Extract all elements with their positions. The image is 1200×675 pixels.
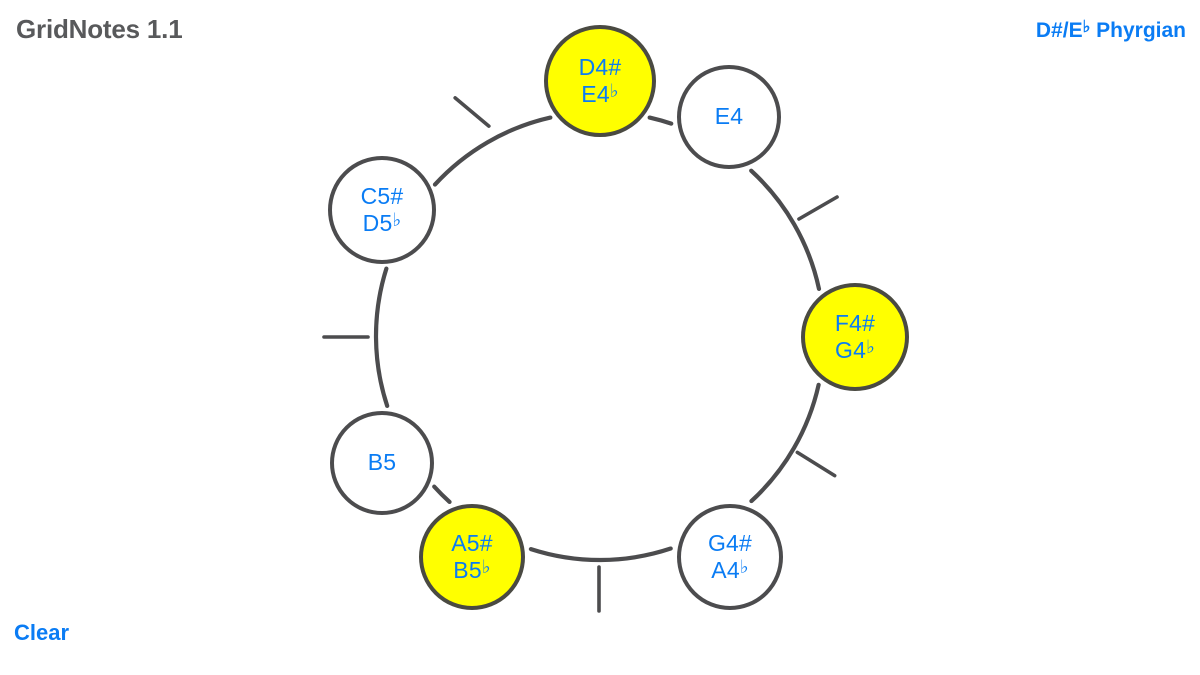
clear-button[interactable]: Clear xyxy=(14,620,70,645)
note-flat-base: B5 xyxy=(453,556,482,583)
note-sharp-label: A5# xyxy=(451,529,493,556)
note-flat-base: G4 xyxy=(835,336,867,363)
current-scale-label: D#/E♭ Phyrgian xyxy=(1036,19,1186,43)
flat-accidental-icon: ♭ xyxy=(739,555,749,577)
flat-accidental-icon: ♭ xyxy=(1082,18,1091,37)
wheel-arc-segment xyxy=(749,382,821,504)
flat-accidental-icon: ♭ xyxy=(866,335,875,357)
tick-group xyxy=(322,96,839,613)
note-flat-label: D5♭ xyxy=(362,208,402,237)
note-c5-sharp-d5-flat[interactable]: C5#D5♭ xyxy=(328,156,436,264)
wheel-arc-segment xyxy=(647,115,674,126)
tick-top-left-icon xyxy=(453,96,491,128)
note-flat-label: E4♭ xyxy=(581,79,619,108)
note-sharp-label: E4 xyxy=(714,103,744,130)
scale-sharp-root: D# xyxy=(1035,19,1063,42)
note-g4-sharp-a4-flat[interactable]: G4#A4♭ xyxy=(677,504,783,610)
note-e4[interactable]: E4 xyxy=(677,65,781,169)
wheel-arc-segment xyxy=(749,168,822,292)
note-flat-base: D5 xyxy=(362,209,393,236)
tick-right-upper-icon xyxy=(797,195,839,221)
wheel-arc-segment xyxy=(432,484,452,505)
flat-accidental-icon: ♭ xyxy=(481,555,491,577)
wheel-arc-segment xyxy=(528,546,673,563)
note-sharp-label: D4# xyxy=(578,53,622,80)
note-flat-base: E4 xyxy=(581,80,610,107)
scale-mode: Phyrgian xyxy=(1090,19,1186,42)
arc-group xyxy=(373,115,822,563)
flat-accidental-icon: ♭ xyxy=(609,79,619,101)
note-sharp-label: B5 xyxy=(367,449,397,476)
wheel-arc-segment xyxy=(373,266,390,409)
note-d4-sharp-e4-flat[interactable]: D4#E4♭ xyxy=(544,25,656,137)
note-f4-sharp-g4-flat[interactable]: F4#G4♭ xyxy=(801,283,909,391)
note-flat-label: B5♭ xyxy=(453,555,491,584)
note-sharp-label: F4# xyxy=(834,309,876,336)
flat-accidental-icon: ♭ xyxy=(392,208,402,230)
note-flat-base: A4 xyxy=(711,556,740,583)
note-flat-label: A4♭ xyxy=(711,555,749,584)
note-sharp-label: C5# xyxy=(360,182,404,209)
wheel-arc-segment xyxy=(432,115,553,187)
page-title: GridNotes 1.1 xyxy=(16,14,183,44)
tick-right-lower-icon xyxy=(795,450,837,478)
note-sharp-label: G4# xyxy=(707,529,753,556)
note-b5[interactable]: B5 xyxy=(330,411,434,515)
scale-flat-root: E xyxy=(1068,19,1083,42)
note-flat-label: G4♭ xyxy=(835,335,875,364)
scale-separator: / xyxy=(1062,19,1069,42)
note-a5-sharp-b5-flat[interactable]: A5#B5♭ xyxy=(419,504,525,610)
